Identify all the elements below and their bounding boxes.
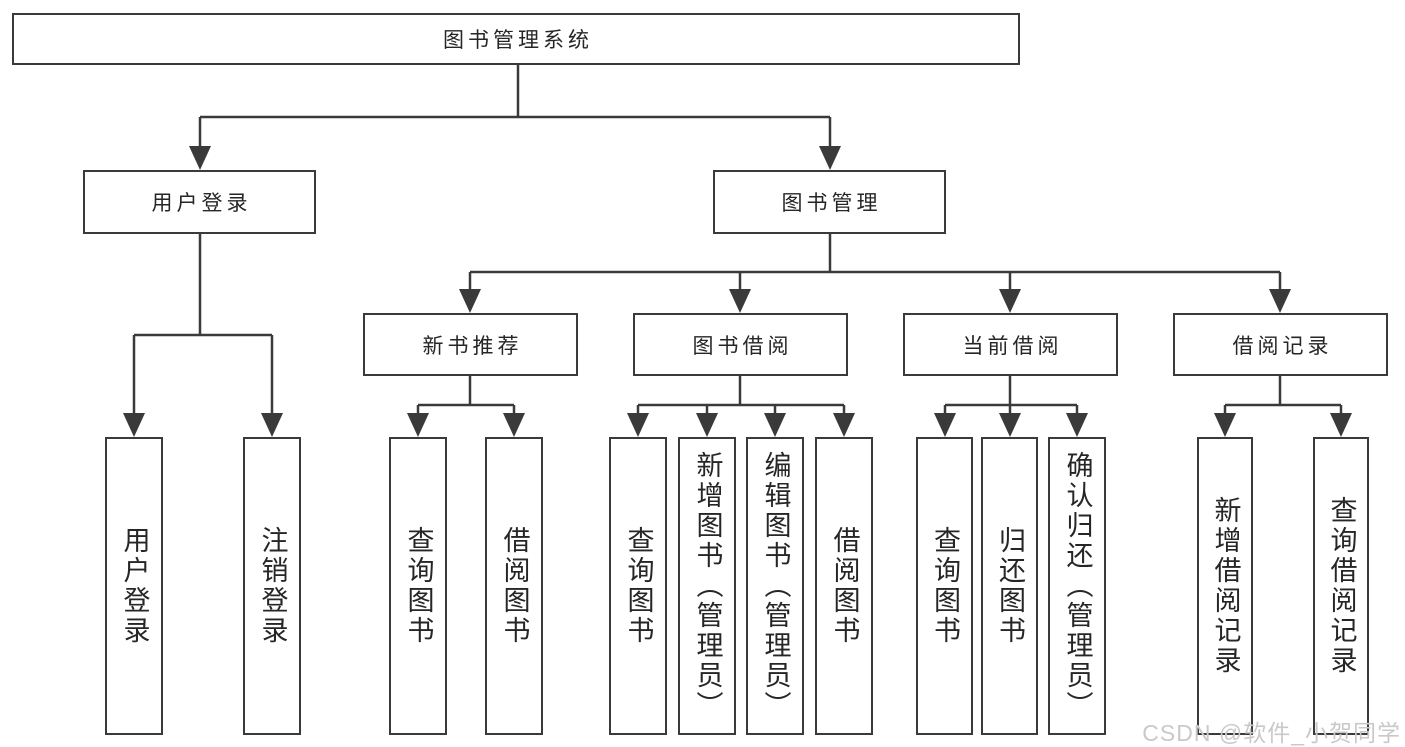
arrowhead [1214,413,1236,437]
node-book-borrow-label: 图书借阅 [692,334,793,358]
leaf-user-login: 用户登录 [105,437,163,735]
node-root-system: 图书管理系统 [12,13,1020,65]
arrowhead [819,146,841,170]
edges-user-login-children [123,234,283,437]
node-book-borrow: 图书借阅 [633,313,848,376]
leaf-query-borrow-record: 查询借阅记录 [1313,437,1369,735]
leaf-return-book-label: 归还图书 [995,526,1025,646]
edges-new-book-recommend-children [407,376,525,437]
node-new-book-recommend: 新书推荐 [363,313,578,376]
edges-book-management-children [459,234,1291,313]
leaf-borrow-books-label: 借阅图书 [829,526,860,646]
csdn-watermark: CSDN @软件_小贺同学 [1142,720,1401,746]
arrowhead [459,289,481,313]
arrowhead [764,413,786,437]
leaf-query-books-borrow-label: 查询图书 [623,526,654,646]
leaf-logout-label: 注销登录 [257,526,288,646]
leaf-query-books-borrow: 查询图书 [609,437,667,735]
node-current-borrow-label: 当前借阅 [962,334,1063,358]
arrowhead [696,413,718,437]
leaf-add-book-admin: 新增图书（管理员） [678,437,736,735]
arrowhead [189,146,211,170]
leaf-query-books-current: 查询图书 [916,437,973,735]
arrowhead [833,413,855,437]
arrowhead [1066,413,1088,437]
leaf-add-borrow-record-label: 新增借阅记录 [1210,496,1241,676]
arrowhead [627,413,649,437]
leaf-query-books-recommend-label: 查询图书 [403,526,434,646]
leaf-confirm-return-admin-label: 确认归还（管理员） [1062,451,1093,721]
arrowhead [729,289,751,313]
leaf-borrow-books: 借阅图书 [815,437,873,735]
node-current-borrow: 当前借阅 [903,313,1118,376]
arrowhead [999,413,1021,437]
leaf-edit-book-admin: 编辑图书（管理员） [746,437,804,735]
arrowhead [999,289,1021,313]
node-root-label: 图书管理系统 [443,29,593,52]
arrowhead [261,413,283,437]
arrowhead [1330,413,1352,437]
node-borrow-records-label: 借阅记录 [1232,334,1333,358]
edges-current-borrow-children [934,376,1088,437]
leaf-borrow-books-recommend: 借阅图书 [485,437,543,735]
leaf-query-books-current-label: 查询图书 [930,526,960,646]
arrowhead [934,413,956,437]
leaf-edit-book-admin-label: 编辑图书（管理员） [760,451,791,721]
arrowhead [503,413,525,437]
node-borrow-records: 借阅记录 [1173,313,1388,376]
leaf-query-books-recommend: 查询图书 [389,437,447,735]
leaf-return-book: 归还图书 [981,437,1038,735]
leaf-user-login-label: 用户登录 [119,526,150,646]
leaf-add-book-admin-label: 新增图书（管理员） [692,451,723,721]
node-user-login: 用户登录 [83,170,316,234]
arrowhead [123,413,145,437]
node-user-login-label: 用户登录 [151,192,252,215]
arrowhead [407,413,429,437]
leaf-borrow-books-recommend-label: 借阅图书 [499,526,530,646]
leaf-add-borrow-record: 新增借阅记录 [1197,437,1253,735]
edges-root-to-level2 [189,65,841,170]
node-new-book-recommend-label: 新书推荐 [422,334,523,358]
edges-book-borrow-children [627,376,855,437]
leaf-logout: 注销登录 [243,437,301,735]
leaf-confirm-return-admin: 确认归还（管理员） [1048,437,1106,735]
arrowhead [1269,289,1291,313]
node-book-management: 图书管理 [713,170,946,234]
node-book-management-label: 图书管理 [781,192,882,215]
edges-borrow-records-children [1214,376,1352,437]
leaf-query-borrow-record-label: 查询借阅记录 [1326,496,1357,676]
